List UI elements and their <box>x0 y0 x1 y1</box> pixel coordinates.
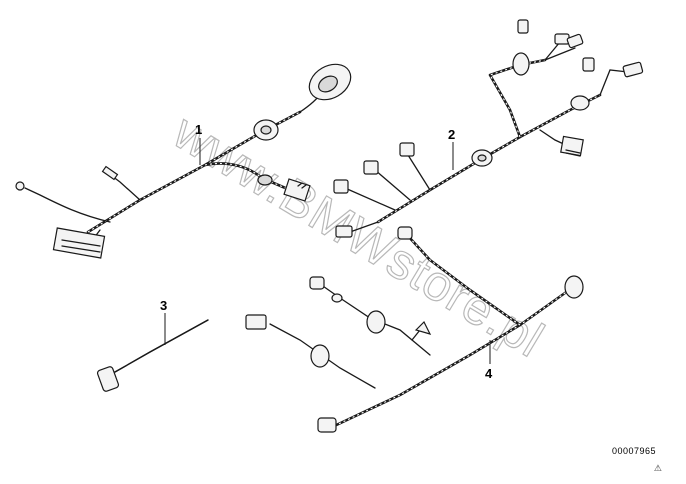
callout-label-2: 2 <box>448 127 455 142</box>
callout-label-4: 4 <box>485 366 493 381</box>
wiring-harness-3[interactable] <box>96 319 209 392</box>
drawing-number: 00007965 <box>611 446 656 456</box>
wiring-harness-2[interactable] <box>333 19 644 238</box>
callout-label-1: 1 <box>195 122 202 137</box>
callout-label-3: 3 <box>160 298 167 313</box>
warning-icon: ⚠ <box>653 464 662 474</box>
wiring-harness-1[interactable] <box>15 57 357 259</box>
watermark-text: www.BMWstore.pl <box>163 103 553 368</box>
wiring-harness-4[interactable] <box>245 226 584 433</box>
callout-2: 2 <box>448 127 455 170</box>
callout-3: 3 <box>160 298 167 345</box>
callout-4: 4 <box>485 340 493 381</box>
callout-1: 1 <box>195 122 202 165</box>
